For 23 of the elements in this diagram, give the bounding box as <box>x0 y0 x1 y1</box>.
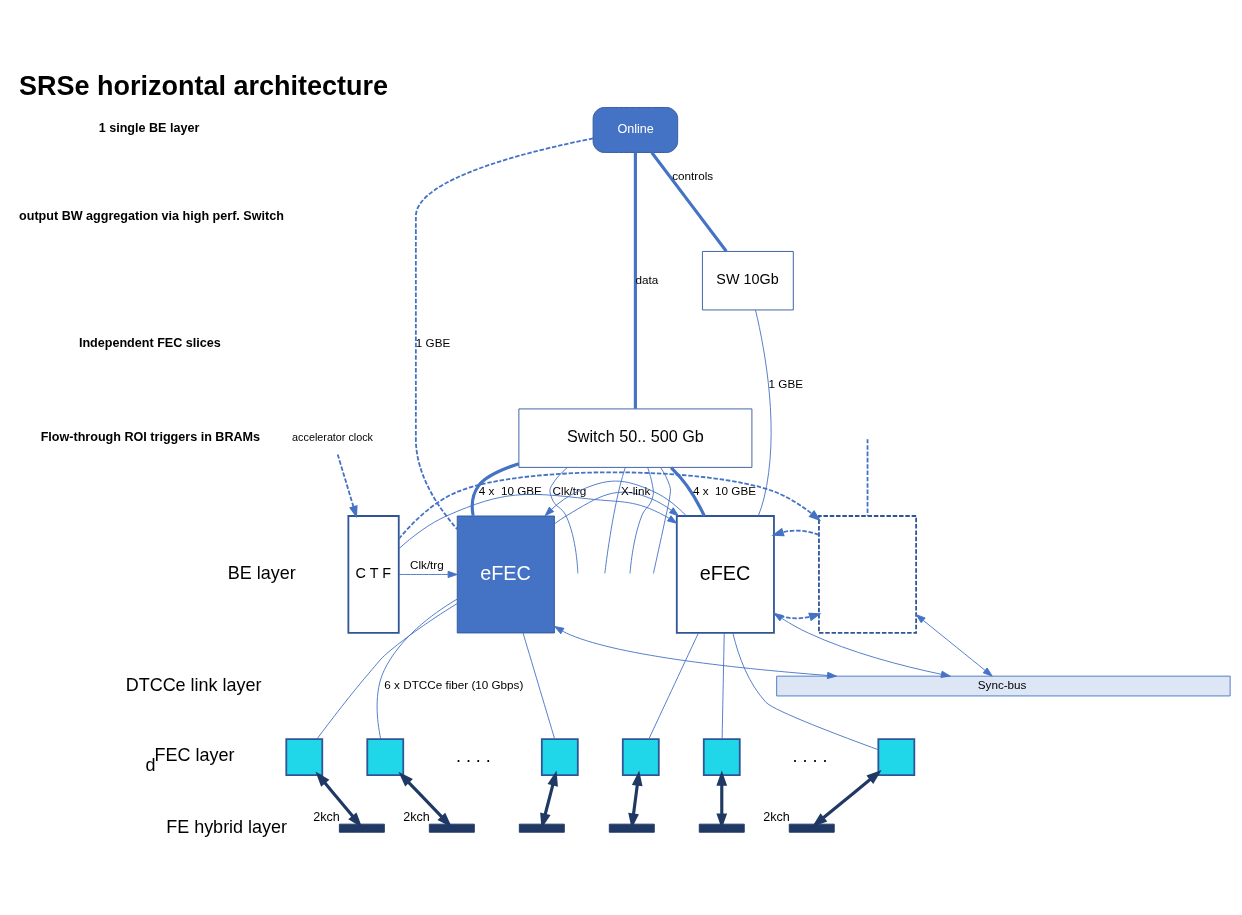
label: BE layer <box>227 562 296 583</box>
edge-label: X-link <box>621 483 651 497</box>
label: . . . . <box>792 745 828 766</box>
label: output BW aggregation via high perf. Switch <box>19 208 284 223</box>
label: DTCCe link layer <box>125 674 262 695</box>
node-label: 2kch <box>763 809 790 824</box>
node-text: accelerator clock <box>292 430 374 443</box>
diagram-title: SRSe horizontal architecture <box>19 70 388 101</box>
edge-label: 6 x DTCCe fiber (10 Gbps) <box>384 678 524 692</box>
node-label: 2kch <box>403 809 430 824</box>
edge-label: 1 GBE <box>415 336 451 350</box>
edge-label: 1 GBE <box>768 376 803 390</box>
label: . . . . <box>455 745 491 766</box>
node-label: 2kch <box>313 809 340 824</box>
label: 1 single BE layer <box>98 121 200 136</box>
label: Independent FEC slices <box>78 335 221 350</box>
edge-label: 4 x 10 GBE <box>478 483 542 497</box>
edge-label: Clk/trg <box>552 483 587 497</box>
edge-label: 4 x 10 GBE <box>692 483 756 497</box>
edge-label: Clk/trg <box>410 557 444 571</box>
label: Flow-through ROI triggers in BRAMs <box>40 429 261 444</box>
edge-label: controls <box>672 168 714 182</box>
label: FE hybrid layer <box>166 816 288 837</box>
